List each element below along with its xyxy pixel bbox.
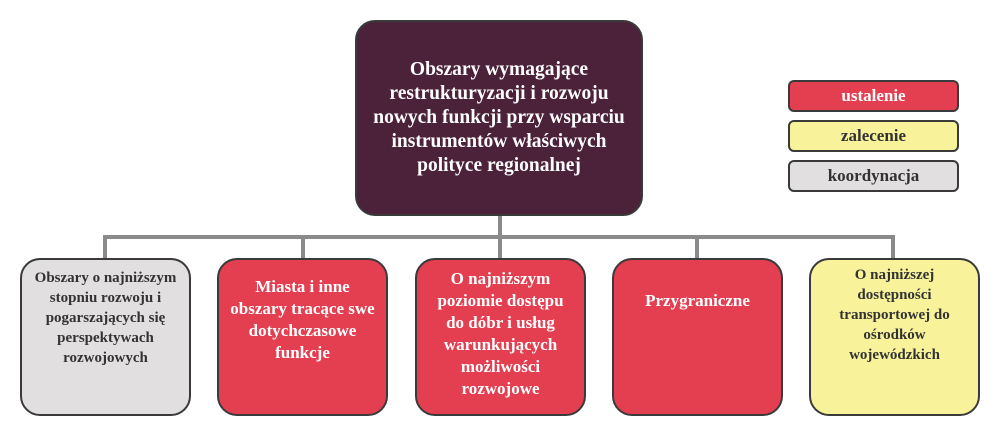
root-node: Obszary wymagające restrukturyzacji i ro… <box>355 20 643 216</box>
child-node-4: Przygraniczne <box>612 258 783 416</box>
legend-ustalenie: ustalenie <box>788 80 959 112</box>
child-node-text: Miasta i inne obszary tracące swe dotych… <box>230 277 375 362</box>
connector-2 <box>301 235 305 259</box>
connector-4 <box>695 235 699 259</box>
child-node-2: Miasta i inne obszary tracące swe dotych… <box>217 258 388 416</box>
legend-label: koordynacja <box>827 166 920 185</box>
legend-label: ustalenie <box>841 86 906 105</box>
root-node-text: Obszary wymagające restrukturyzacji i ro… <box>373 59 625 176</box>
legend-zalecenie: zalecenie <box>788 120 959 152</box>
child-node-text: Obszary o najniższym stopniu rozwoju i p… <box>34 270 177 366</box>
child-node-text: Przygraniczne <box>645 291 750 310</box>
connector-trunk <box>498 215 502 238</box>
child-node-1: Obszary o najniższym stopniu rozwoju i p… <box>20 258 191 416</box>
connector-1 <box>103 235 107 259</box>
connector-3 <box>498 235 502 259</box>
legend-koordynacja: koordynacja <box>788 160 959 192</box>
legend-label: zalecenie <box>840 126 907 145</box>
child-node-3: O najniższym poziomie dostępu do dóbr i … <box>415 258 586 416</box>
child-node-5: O najniższej dostępności transportowej d… <box>809 258 980 416</box>
child-node-text: O najniższym poziomie dostępu do dóbr i … <box>437 269 564 398</box>
connector-5 <box>891 235 895 259</box>
child-node-text: O najniższej dostępności transportowej d… <box>839 267 950 363</box>
